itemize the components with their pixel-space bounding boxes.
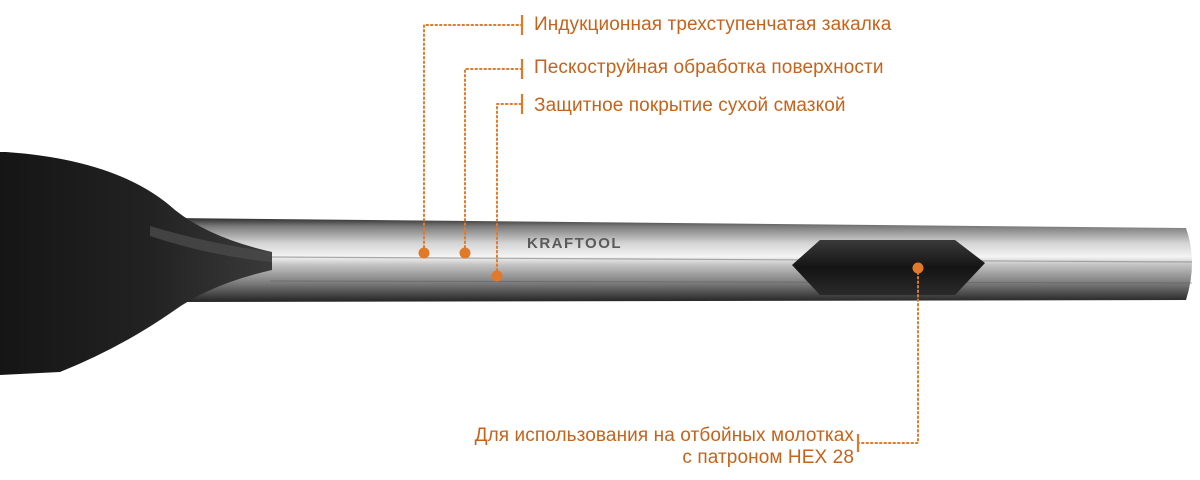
hex-shank-groove	[792, 240, 985, 295]
svg-text:KRAFTOOL: KRAFTOOL	[527, 235, 622, 252]
callout-hex28-line-2: с патроном HEX 28	[682, 447, 854, 468]
callout-sandblasting: Пескоструйная обработка поверхности	[534, 57, 884, 78]
callout-ticks	[520, 15, 860, 452]
marker-dots	[418, 247, 924, 282]
callout-dry-lubricant-coating: Защитное покрытие сухой смазкой	[534, 95, 846, 116]
chisel-blade	[0, 152, 272, 375]
leader-lines	[423, 24, 919, 444]
chisel-shaft	[170, 218, 1193, 302]
callout-hex28-line-1: Для использования на отбойных молотках	[474, 425, 854, 446]
blade-highlight	[150, 226, 272, 262]
callout-hex28-compatibility: Для использования на отбойных молотках с…	[475, 425, 854, 469]
kraftool-brand-mark: KRAFTOOL	[527, 235, 622, 252]
callout-induction-hardening: Индукционная трехступенчатая закалка	[534, 14, 892, 35]
